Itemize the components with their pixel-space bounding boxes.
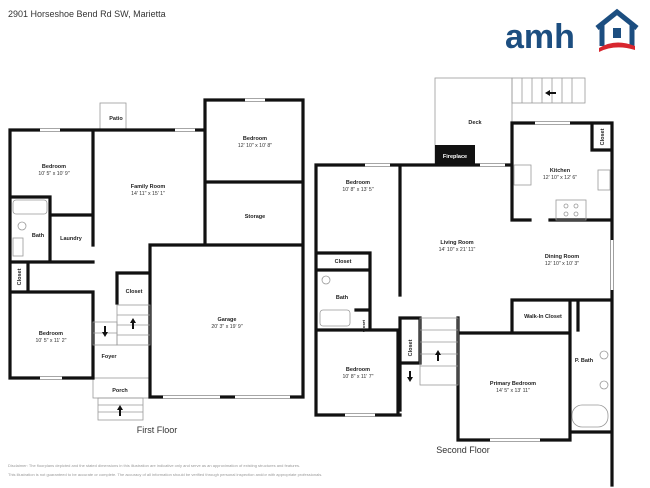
room-label: Primary Bedroom bbox=[490, 381, 536, 387]
room-label: Closet bbox=[408, 339, 414, 356]
first-floor-plan: Patio Bedroom 10' 5" x 10' 9" Family Roo… bbox=[8, 98, 305, 435]
room-label: Deck bbox=[468, 120, 482, 126]
room-label: Bedroom bbox=[346, 367, 370, 373]
disclaimer-line-1: Disclaimer: The floorplans depicted and … bbox=[8, 463, 301, 468]
room-label: Living Room bbox=[440, 240, 473, 246]
room-label: Closet bbox=[600, 128, 606, 145]
room-label: Fireplace bbox=[443, 154, 467, 160]
room-dimensions: 12' 10" x 12' 6" bbox=[543, 175, 577, 181]
room-label: Bedroom bbox=[42, 164, 66, 170]
room-label: Dining Room bbox=[545, 254, 579, 260]
room-label: Closet bbox=[361, 319, 366, 332]
room-label: Porch bbox=[112, 388, 128, 394]
room-label: Laundry bbox=[60, 236, 83, 242]
room-dimensions: 10' 5" x 10' 9" bbox=[38, 171, 69, 177]
disclaimer-line-2: This illustration is not guaranteed to b… bbox=[8, 472, 323, 477]
amh-logo: amh bbox=[505, 8, 639, 53]
property-address: 2901 Horseshoe Bend Rd SW, Marietta bbox=[8, 9, 166, 19]
room-label: Bedroom bbox=[243, 136, 267, 142]
room-dimensions: 10' 5" x 11' 2" bbox=[36, 338, 67, 344]
room-label: Storage bbox=[245, 214, 265, 220]
room-label: Closet bbox=[335, 259, 352, 265]
room-dimensions: 14' 5" x 13' 11" bbox=[496, 388, 530, 394]
room-label: Foyer bbox=[102, 354, 118, 360]
room-label: Bedroom bbox=[346, 180, 370, 186]
room-label: Garage bbox=[218, 317, 237, 323]
room-label: Family Room bbox=[131, 184, 166, 190]
second-floor-plan: Deck Fireplace Kitchen 12' 10" x 12' 6" … bbox=[314, 77, 614, 487]
room-label: Bath bbox=[336, 295, 349, 301]
room-label: P. Bath bbox=[575, 358, 594, 364]
room-dimensions: 14' 10" x 21' 11" bbox=[439, 247, 476, 253]
room-dimensions: 12' 10" x 10' 8" bbox=[238, 143, 272, 149]
room-dimensions: 10' 8" x 11' 7" bbox=[343, 374, 374, 380]
room-dimensions: 10' 8" x 13' 5" bbox=[342, 187, 373, 193]
room-label: Closet bbox=[126, 289, 143, 295]
room-label: Kitchen bbox=[550, 168, 571, 174]
room-dimensions: 12' 10" x 10' 3" bbox=[545, 261, 579, 267]
room-dimensions: 14' 11" x 15' 1" bbox=[131, 191, 165, 197]
room-dimensions: 20' 3" x 19' 9" bbox=[211, 324, 242, 330]
floor-label: Second Floor bbox=[436, 445, 490, 455]
room-label: Walk-In Closet bbox=[524, 314, 562, 320]
fireplace bbox=[435, 145, 475, 165]
room-label: Closet bbox=[17, 268, 23, 285]
room-label: Bedroom bbox=[39, 331, 63, 337]
svg-text:amh: amh bbox=[505, 18, 575, 53]
room-label: Bath bbox=[32, 233, 45, 239]
stair-arrows bbox=[102, 90, 556, 416]
floor-label: First Floor bbox=[137, 425, 178, 435]
room-label: Patio bbox=[109, 116, 123, 122]
